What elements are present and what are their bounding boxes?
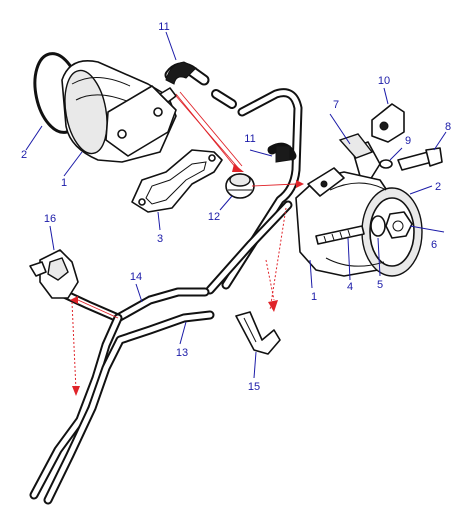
callout-9: 9	[405, 135, 411, 147]
power-steering-pump-1	[295, 167, 423, 277]
hose-11-middle	[267, 142, 297, 163]
hose-11-upper	[164, 61, 210, 86]
stud-4	[315, 225, 365, 245]
bolt-8	[397, 147, 443, 171]
callout-3: 3	[157, 233, 163, 245]
callout-15: 15	[248, 381, 260, 393]
clip-16	[29, 249, 79, 299]
hose-14-assembly	[29, 287, 215, 505]
callout-1-pump: 1	[311, 291, 317, 303]
flow-arrows	[70, 91, 304, 396]
washer-5	[370, 215, 386, 237]
callout-2-seal: 2	[435, 181, 441, 193]
callout-labels: 11 2 1 3 11 12 7 10 9 8 2 6 5 4 1 16 14 …	[21, 21, 451, 393]
callout-8: 8	[445, 121, 451, 133]
clip-15	[235, 311, 281, 355]
mounting-10	[371, 103, 405, 143]
callout-10: 10	[378, 75, 390, 87]
breather-hose-main	[221, 88, 303, 290]
callout-5: 5	[377, 279, 383, 291]
callout-6: 6	[431, 239, 437, 251]
nut-6	[385, 211, 413, 239]
washer-9	[379, 159, 393, 169]
callout-16: 16	[44, 213, 56, 225]
callout-7: 7	[333, 99, 339, 111]
hose-13-return	[205, 200, 293, 295]
callout-13: 13	[176, 347, 188, 359]
callout-12: 12	[208, 211, 220, 223]
callout-2-o-ring: 2	[21, 149, 27, 161]
gasket-3	[131, 149, 223, 213]
pump-adaptor-1	[61, 60, 177, 163]
callout-11-mid: 11	[244, 133, 255, 145]
bracket-7	[338, 133, 381, 181]
callout-1-adaptor: 1	[61, 177, 67, 189]
hose-small-connector	[211, 89, 237, 109]
callout-14: 14	[130, 271, 142, 283]
callout-leaders	[25, 31, 447, 379]
callout-4: 4	[347, 281, 353, 293]
union-12	[225, 173, 255, 199]
callout-11-top: 11	[158, 21, 169, 33]
